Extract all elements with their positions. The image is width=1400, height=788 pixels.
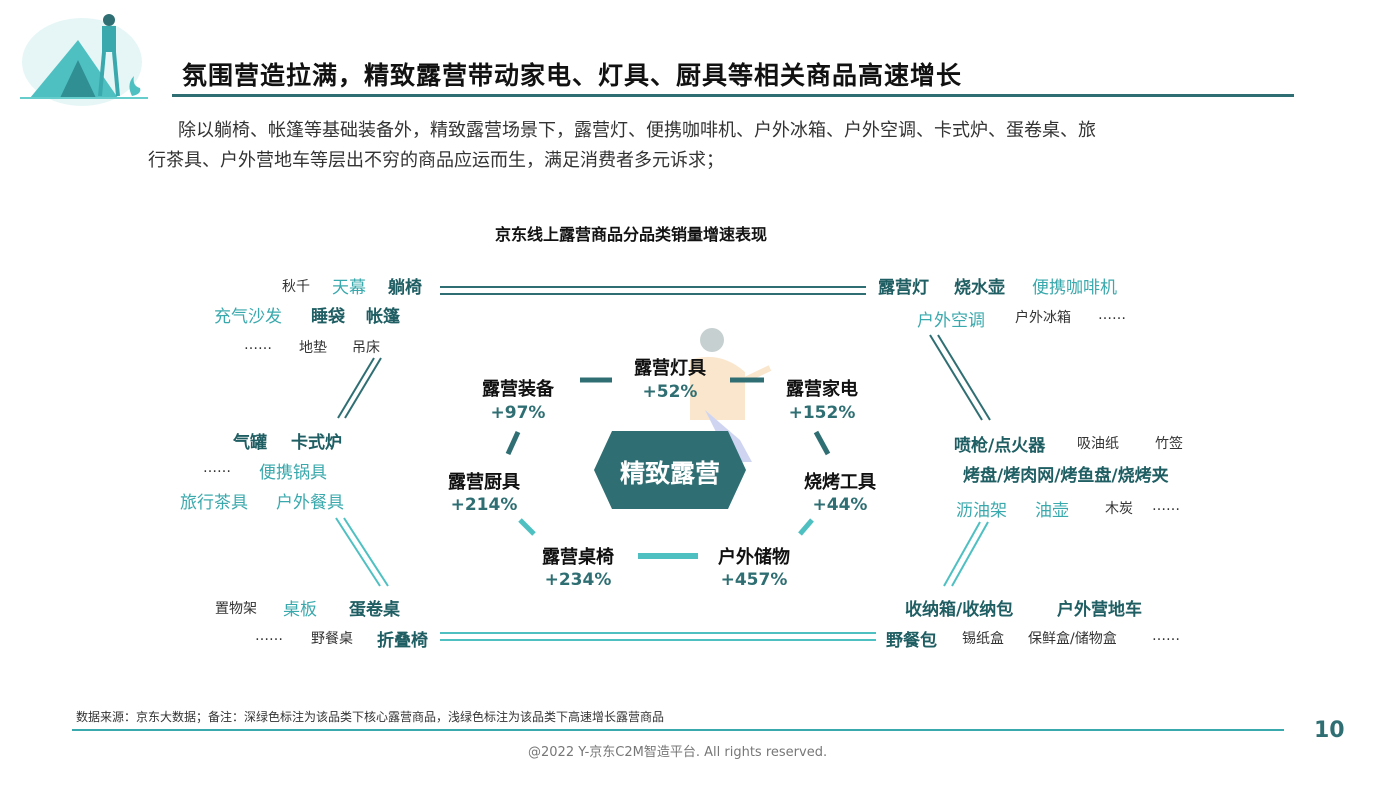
tag-appliance: 露营灯 [878, 278, 929, 298]
tag-table: 折叠椅 [377, 631, 428, 651]
tag-appliance: …… [1098, 307, 1126, 323]
tag-appliance: 户外空调 [917, 311, 985, 331]
tag-appliance: 便携咖啡机 [1032, 278, 1117, 298]
intro-line-2: 行茶具、户外营地车等层出不穷的商品应运而生，满足消费者多元诉求； [148, 150, 724, 171]
tag-gear: 帐篷 [366, 307, 400, 327]
node-table-name: 露营桌椅 [542, 547, 614, 568]
tag-bbq: 油壶 [1035, 501, 1069, 521]
tag-table: …… [255, 628, 283, 644]
tag-bbq: 喷枪/点火器 [954, 436, 1046, 456]
tag-table: 置物架 [215, 601, 257, 617]
tag-gear: 吊床 [352, 340, 380, 356]
tag-gear: 地垫 [299, 340, 327, 356]
tag-storage: 收纳箱/收纳包 [905, 600, 1014, 620]
source-note: 数据来源：京东大数据；备注：深绿色标注为该品类下核心露营商品，浅绿色标注为该品类… [76, 710, 665, 724]
tag-storage: 保鲜盒/储物盒 [1028, 631, 1117, 647]
tag-kitchen: 旅行茶具 [180, 493, 248, 513]
tag-storage: …… [1152, 628, 1180, 644]
tag-kitchen: 卡式炉 [291, 433, 342, 453]
tag-kitchen: …… [203, 460, 231, 476]
node-appliance-name: 露营家电 [786, 379, 858, 400]
tag-table: 桌板 [283, 600, 317, 620]
tag-storage: 野餐包 [886, 631, 937, 651]
tag-bbq: 烤盘/烤肉网/烤鱼盘/烧烤夹 [963, 466, 1169, 486]
node-kitchen-value: +214% [450, 495, 518, 515]
node-kitchen-name: 露营厨具 [448, 472, 520, 493]
tag-kitchen: 气罐 [233, 433, 267, 453]
footer-divider [72, 729, 1284, 731]
tag-gear: 充气沙发 [214, 307, 282, 327]
node-storage-value: +457% [720, 570, 788, 590]
node-bbq-value: +44% [812, 495, 868, 515]
node-appliance-value: +152% [788, 403, 856, 423]
node-light-value: +52% [642, 382, 698, 402]
tag-storage: 锡纸盒 [962, 631, 1004, 647]
diagram-title: 京东线上露营商品分品类销量增速表现 [495, 225, 768, 244]
title-divider [172, 94, 1294, 97]
node-bbq-name: 烧烤工具 [804, 472, 876, 493]
tag-bbq: 沥油架 [956, 501, 1007, 521]
intro-line-1: 除以躺椅、帐篷等基础装备外，精致露营场景下，露营灯、便携咖啡机、户外冰箱、户外空… [178, 120, 1096, 141]
tag-table: 野餐桌 [311, 631, 353, 647]
node-gear-name: 露营装备 [482, 379, 554, 400]
node-table-value: +234% [544, 570, 612, 590]
tag-table: 蛋卷桌 [349, 600, 400, 620]
center-hexagon [594, 431, 746, 509]
camping-illustration [20, 14, 148, 106]
tag-appliance: 户外冰箱 [1015, 310, 1071, 326]
tag-kitchen: 户外餐具 [276, 493, 344, 513]
tag-gear: 躺椅 [388, 278, 422, 298]
node-storage-name: 户外储物 [718, 547, 790, 568]
tag-bbq: …… [1152, 498, 1180, 514]
inner-connectors [505, 377, 831, 559]
node-light-name: 露营灯具 [634, 358, 706, 379]
tag-gear: …… [244, 337, 272, 353]
page-number: 10 [1314, 718, 1345, 743]
node-gear-value: +97% [490, 403, 546, 423]
tag-bbq: 木炭 [1105, 501, 1133, 517]
page-title: 氛围营造拉满，精致露营带动家电、灯具、厨具等相关商品高速增长 [182, 61, 963, 90]
tag-gear: 天幕 [332, 278, 366, 298]
tag-gear: 睡袋 [311, 307, 345, 327]
tag-bbq: 吸油纸 [1077, 436, 1119, 452]
tag-gear: 秋千 [282, 279, 310, 295]
tag-bbq: 竹签 [1155, 436, 1183, 452]
copyright: @2022 Y-京东C2M智造平台. All rights reserved. [528, 745, 828, 760]
tag-storage: 户外营地车 [1057, 600, 1142, 620]
tag-appliance: 烧水壶 [954, 278, 1005, 298]
tag-kitchen: 便携锅具 [259, 463, 327, 483]
center-label: 精致露营 [619, 459, 720, 488]
outer-connectors [335, 286, 991, 641]
